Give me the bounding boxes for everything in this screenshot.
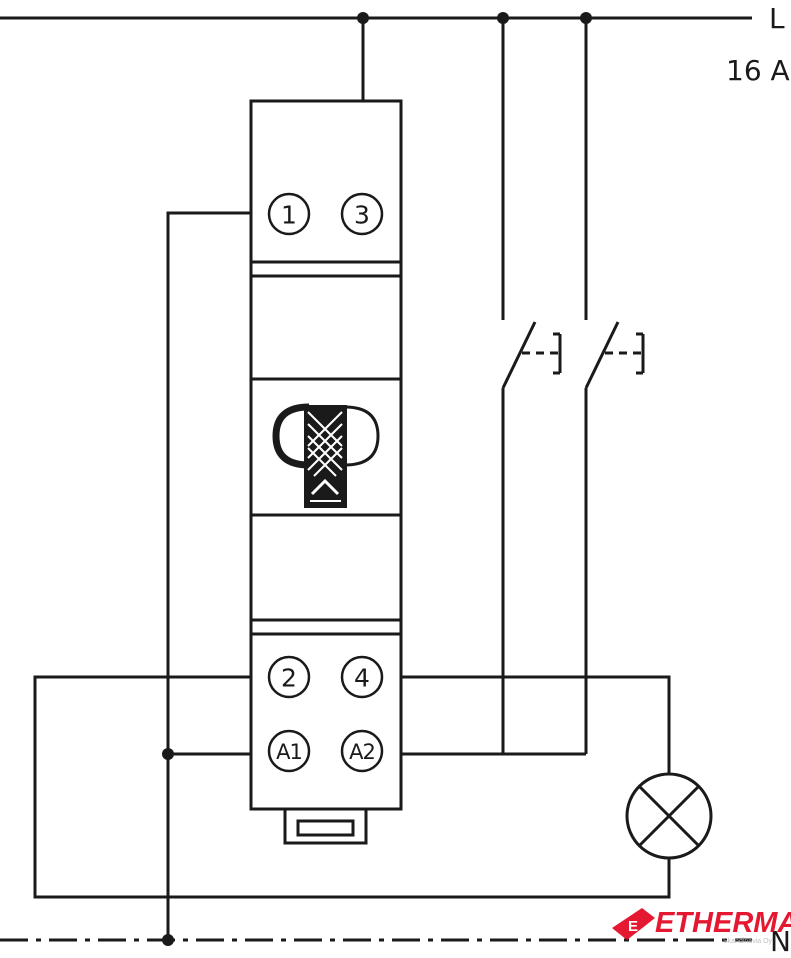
terminal-a2: A2	[340, 729, 384, 773]
terminal-a1: A1	[267, 729, 311, 773]
etherma-watermark: E ETHERMA Skandinavia Oy	[612, 907, 791, 945]
etherma-logo-text: ETHERMA	[655, 907, 791, 939]
line-label: L	[769, 2, 785, 35]
terminal-3: 3	[340, 192, 384, 236]
terminal-1: 1	[267, 192, 311, 236]
svg-text:A1: A1	[276, 740, 302, 764]
svg-text:4: 4	[354, 664, 370, 693]
svg-text:1: 1	[281, 201, 297, 230]
neutral-label: N	[770, 925, 791, 953]
neutral-feed-wire	[166, 211, 251, 940]
terminal-4: 4	[340, 655, 384, 699]
push-button-2	[584, 18, 645, 754]
svg-text:2: 2	[281, 664, 297, 693]
svg-text:A2: A2	[349, 740, 375, 764]
current-rating-label: 16 A	[726, 54, 790, 87]
lamp-feed-wire	[402, 675, 671, 774]
lamp-symbol	[625, 772, 713, 860]
etherma-logo-subtitle: Skandinavia Oy	[723, 938, 773, 945]
manual-toggle	[272, 403, 380, 508]
etherma-logo-emblem	[612, 908, 655, 940]
svg-text:3: 3	[354, 201, 370, 230]
svg-text:E: E	[628, 918, 638, 935]
return-wire	[33, 675, 671, 899]
terminal-2: 2	[267, 655, 311, 699]
push-button-1	[501, 18, 562, 754]
din-clip	[283, 807, 368, 845]
